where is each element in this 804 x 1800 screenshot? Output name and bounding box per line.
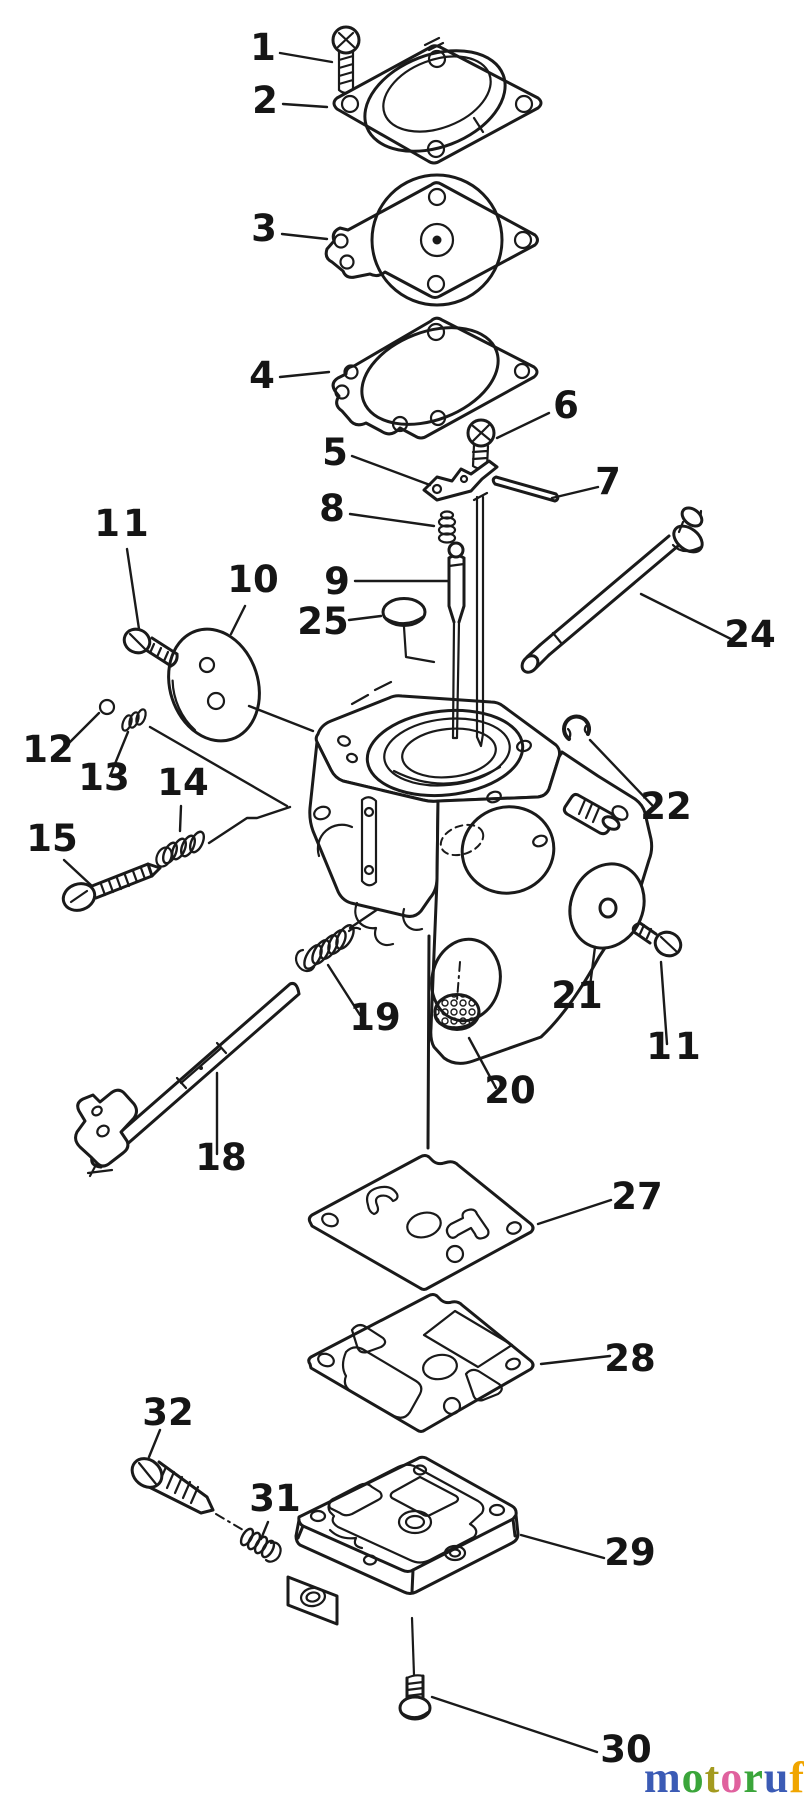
part-label-2: 2 bbox=[252, 79, 278, 122]
part-2-pump-cover bbox=[332, 36, 543, 165]
part-32-mounting-screw bbox=[130, 1457, 244, 1531]
part-label-12: 12 bbox=[22, 728, 74, 771]
part-label-22: 22 bbox=[640, 785, 692, 828]
part-label-30: 30 bbox=[600, 1728, 652, 1771]
part-28-metering-gasket bbox=[307, 1293, 535, 1433]
part-label-24: 24 bbox=[724, 613, 776, 656]
part-number-labels: 1 2 3 4 5 6 7 8 9 25 24 11 10 12 13 14 1… bbox=[22, 26, 776, 1771]
part-22-c-clip bbox=[562, 714, 592, 741]
body-left-face bbox=[308, 740, 440, 918]
part-10-pump-plate bbox=[167, 627, 261, 743]
part-1-cover-screw bbox=[331, 25, 361, 95]
part-label-15: 15 bbox=[26, 817, 78, 860]
motoruf-logo[interactable]: motoruf'.de bbox=[644, 1756, 804, 1800]
throttle-bore bbox=[460, 805, 556, 895]
part-label-11-left: 11 bbox=[94, 502, 152, 545]
part-21-disc bbox=[568, 862, 646, 950]
part-6-lever-screw bbox=[466, 418, 496, 470]
part-label-25: 25 bbox=[297, 600, 349, 643]
part-label-3: 3 bbox=[251, 207, 277, 250]
part-label-5: 5 bbox=[322, 431, 348, 474]
part-label-4: 4 bbox=[249, 354, 275, 397]
logo-letter-u: u bbox=[763, 1753, 790, 1800]
part-label-18: 18 bbox=[195, 1136, 247, 1179]
part-label-29: 29 bbox=[604, 1531, 656, 1574]
part-label-21: 21 bbox=[551, 974, 603, 1017]
part-label-9: 9 bbox=[324, 560, 350, 603]
part-label-19: 19 bbox=[349, 996, 401, 1039]
part-8-metering-spring bbox=[437, 510, 457, 544]
fuel-inlet-nipple bbox=[562, 792, 621, 836]
part-31-small-spring bbox=[239, 1527, 282, 1563]
part-label-32: 32 bbox=[142, 1391, 194, 1434]
part-label-7: 7 bbox=[595, 460, 621, 503]
part-5-metering-lever bbox=[422, 459, 499, 502]
leader-lines bbox=[58, 51, 735, 1754]
part-label-27: 27 bbox=[611, 1175, 663, 1218]
part-25-welch-plug bbox=[381, 597, 436, 664]
part-20-inlet-screen bbox=[433, 993, 481, 1031]
part-4-gasket bbox=[331, 316, 539, 440]
part-27-metering-diaphragm bbox=[307, 1154, 535, 1291]
part-3-diaphragm bbox=[324, 173, 539, 307]
part-13-small-spring bbox=[121, 708, 147, 732]
logo-letter-f: f bbox=[789, 1753, 804, 1800]
venturi-bore bbox=[365, 708, 525, 798]
part-30-cover-screw bbox=[398, 1616, 432, 1721]
logo-letter-t: t bbox=[704, 1753, 721, 1800]
logo-letter-o2: o bbox=[720, 1753, 744, 1800]
part-11-screw-left bbox=[122, 627, 179, 668]
part-label-20: 20 bbox=[484, 1069, 536, 1112]
jet-rod bbox=[472, 491, 489, 748]
part-label-13: 13 bbox=[78, 756, 130, 799]
part-11-screw-right bbox=[631, 921, 683, 958]
part-14-idle-spring bbox=[155, 830, 206, 868]
part-label-28: 28 bbox=[604, 1337, 656, 1380]
part-15-idle-screw bbox=[61, 862, 162, 912]
part-label-1: 1 bbox=[250, 26, 276, 69]
part-24-shaft bbox=[520, 506, 704, 674]
logo-letter-m: m bbox=[644, 1753, 682, 1800]
part-label-6: 6 bbox=[553, 384, 579, 427]
part-12-ring bbox=[98, 698, 116, 716]
part-label-31: 31 bbox=[249, 1477, 301, 1520]
part-29-bottom-cover bbox=[286, 1455, 520, 1626]
part-label-8: 8 bbox=[319, 487, 345, 530]
part-label-10: 10 bbox=[227, 558, 279, 601]
part-label-14: 14 bbox=[157, 761, 209, 804]
logo-letter-o1: o bbox=[681, 1753, 705, 1800]
logo-letter-r: r bbox=[743, 1753, 764, 1800]
carburetor-body bbox=[308, 680, 654, 1150]
part-label-11-right: 11 bbox=[646, 1025, 704, 1068]
part-7-lever-pin bbox=[491, 475, 560, 503]
part-18-throttle-shaft bbox=[74, 982, 301, 1178]
